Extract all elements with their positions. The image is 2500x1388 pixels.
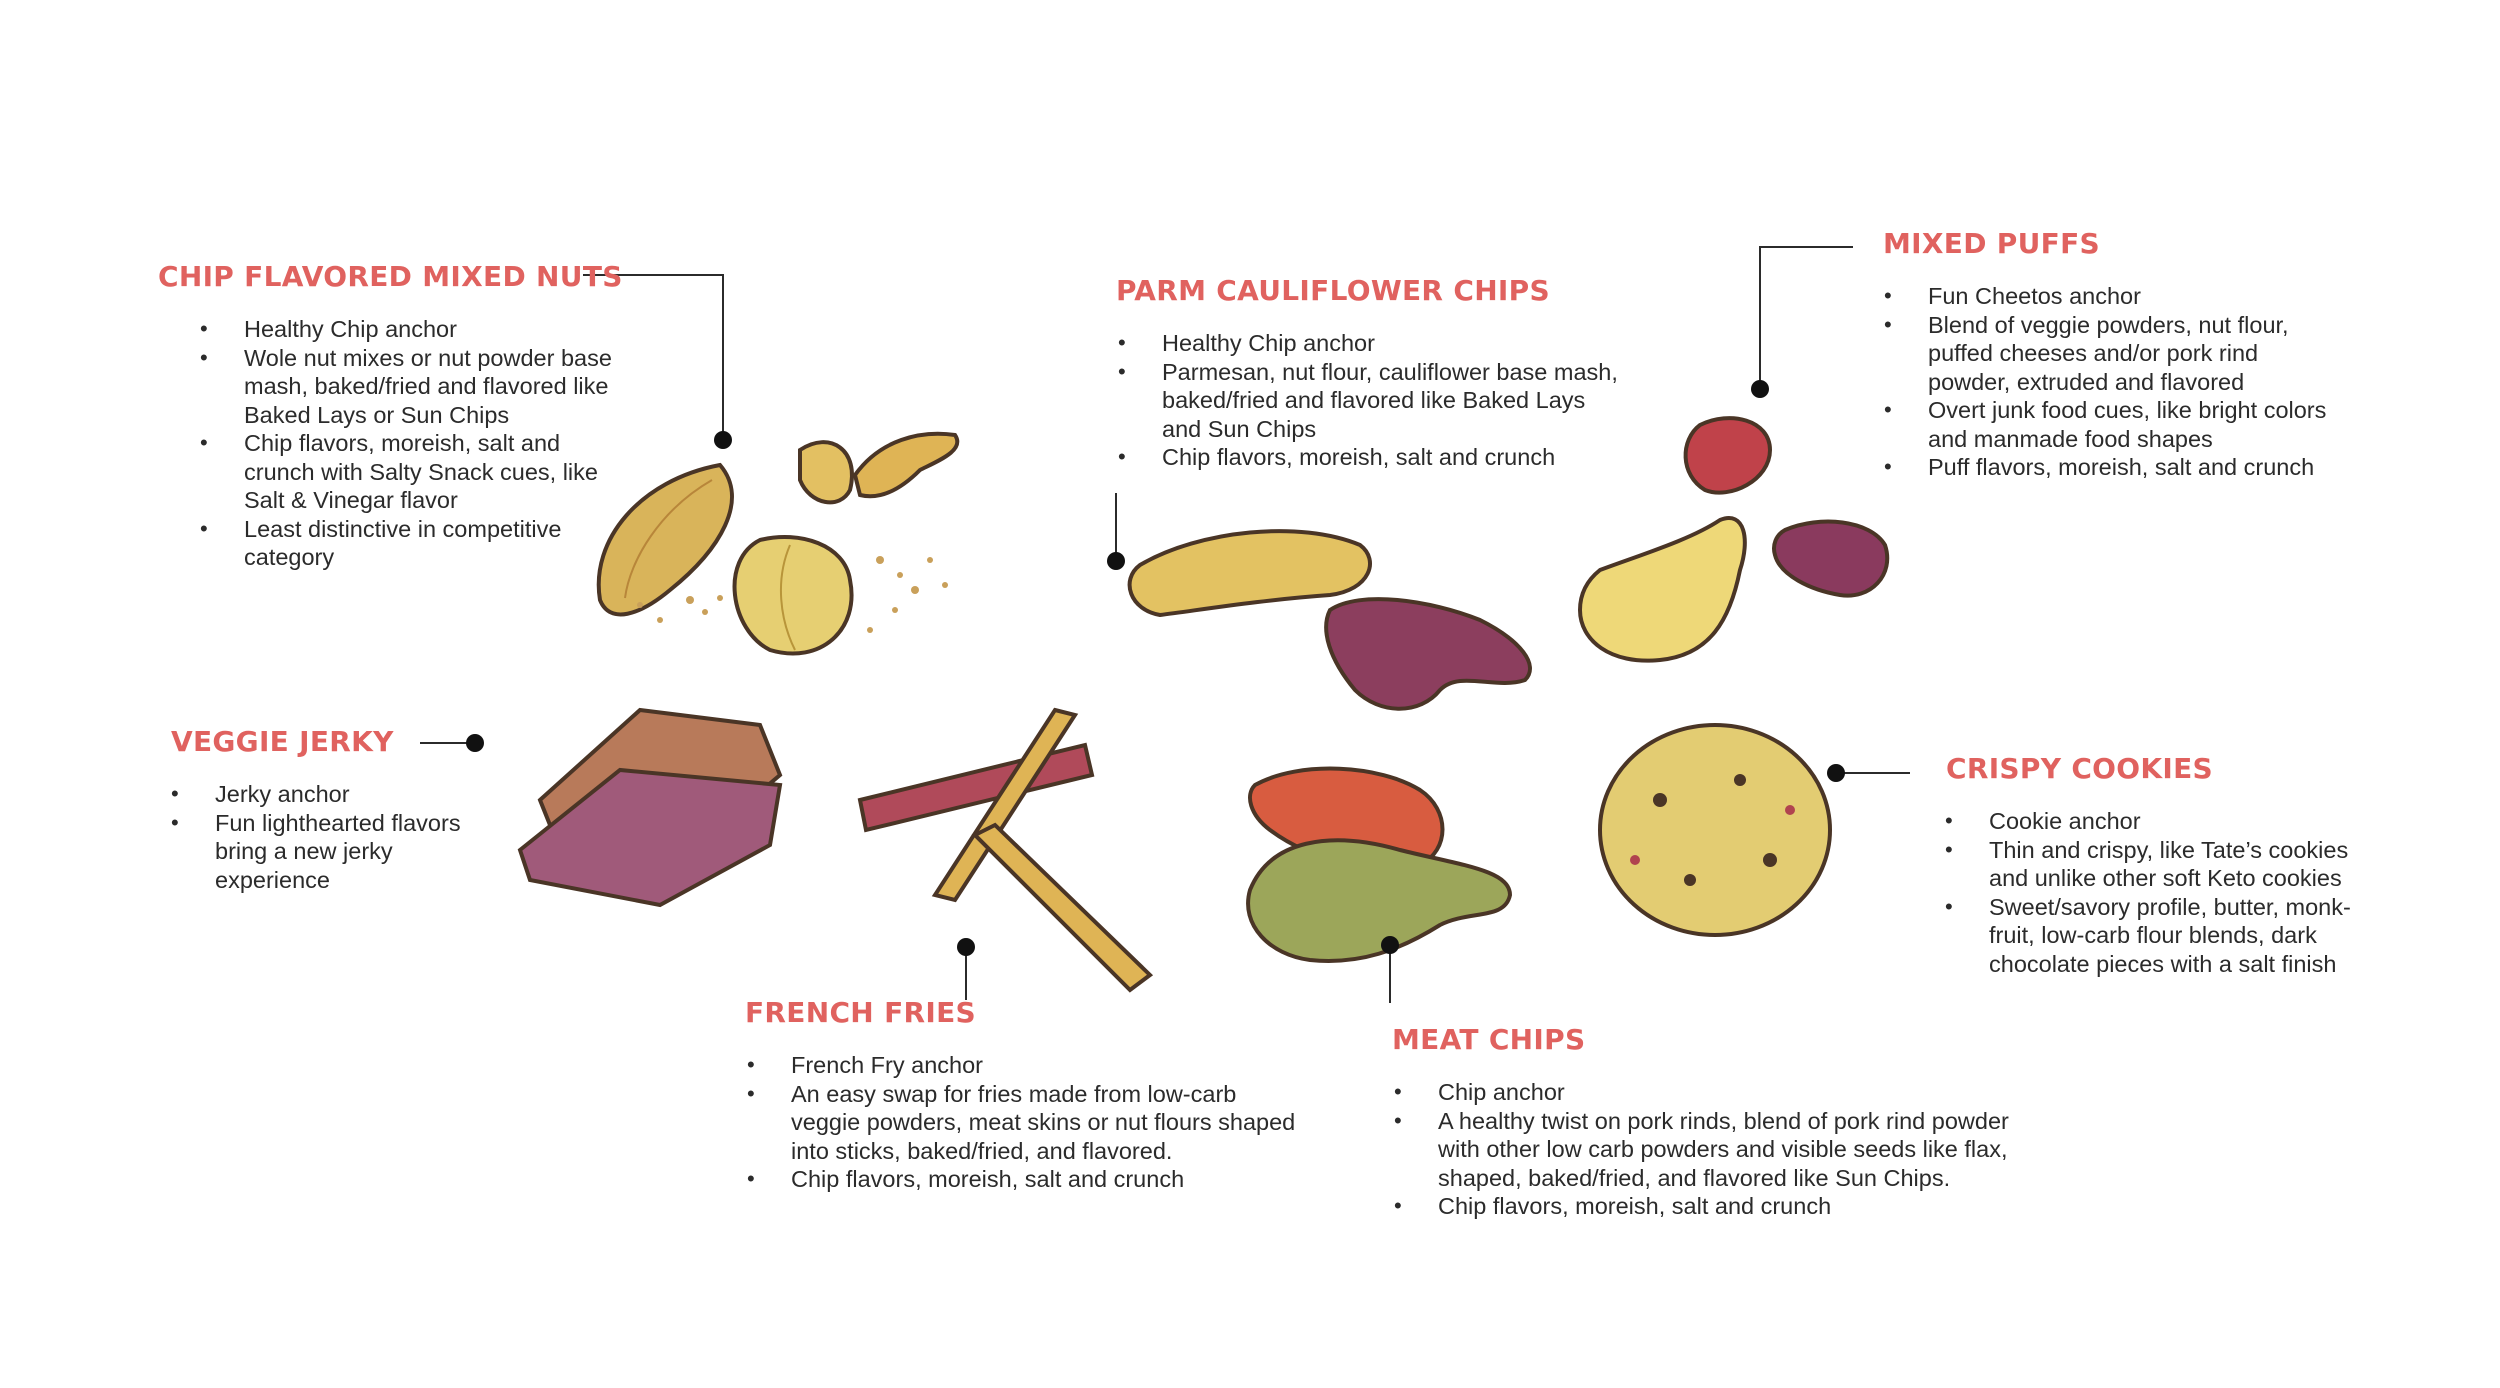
section-chip-flavored-mixed-nuts: CHIP FLAVORED MIXED NUTS Healthy Chip an… (158, 260, 678, 572)
fries-connector-dot (957, 938, 975, 956)
nut-chip-illustration (732, 535, 854, 656)
bullet-list: Chip anchor A healthy twist on pork rind… (1392, 1078, 2028, 1221)
section-mixed-puffs: MIXED PUFFS Fun Cheetos anchor Blend of … (1883, 227, 2343, 482)
cookie-illustration (1598, 723, 1832, 937)
meat-chip-illustration (1246, 766, 1513, 963)
meat-connector-dot (1381, 936, 1399, 954)
bullet-item: Blend of veggie powders, nut flour, puff… (1884, 311, 2328, 397)
bullet-list: French Fry anchor An easy swap for fries… (745, 1051, 1311, 1194)
bullet-list: Healthy Chip anchor Wole nut mixes or nu… (158, 315, 624, 572)
bullet-item: Parmesan, nut flour, cauliflower base ma… (1118, 358, 1622, 444)
bullet-item: Wole nut mixes or nut powder base mash, … (200, 344, 624, 430)
bullet-item: Healthy Chip anchor (1118, 329, 1622, 358)
section-title: FRENCH FRIES (745, 996, 976, 1029)
section-crispy-cookies: CRISPY COOKIES Cookie anchor Thin and cr… (1945, 752, 2369, 979)
bullet-item: French Fry anchor (747, 1051, 1311, 1080)
bullet-item: Chip flavors, moreish, salt and crunch (1118, 443, 1622, 472)
bullet-item: Healthy Chip anchor (200, 315, 624, 344)
bullet-item: Thin and crispy, like Tate’s cookies and… (1945, 836, 2369, 893)
section-title: CHIP FLAVORED MIXED NUTS (158, 260, 623, 293)
puff-illustrations (1577, 416, 1890, 663)
bullet-list: Jerky anchor Fun lighthearted flavors br… (171, 780, 475, 894)
cauliflower-chip-illustration (1127, 529, 1532, 711)
bullet-item: Fun Cheetos anchor (1884, 282, 2328, 311)
bullet-item: Chip anchor (1394, 1078, 2028, 1107)
jerky-connector-dot (466, 734, 484, 752)
bullet-item: Chip flavors, moreish, salt and crunch w… (200, 429, 624, 515)
section-title: MIXED PUFFS (1883, 227, 2100, 260)
nuts-connector-dot (714, 431, 732, 449)
almond-illustration (596, 462, 734, 617)
bullet-item: Overt junk food cues, like bright colors… (1884, 396, 2328, 453)
section-title: PARM CAULIFLOWER CHIPS (1116, 274, 1550, 307)
puffs-connector-dot (1751, 380, 1769, 398)
bullet-item: A healthy twist on pork rinds, blend of … (1394, 1107, 2028, 1193)
bullet-item: Jerky anchor (171, 780, 475, 809)
bullet-item: Fun lighthearted flavors bring a new jer… (171, 809, 475, 895)
bullet-item: An easy swap for fries made from low-car… (747, 1080, 1311, 1166)
bullet-item: Puff flavors, moreish, salt and crunch (1884, 453, 2328, 482)
cauliflower-connector-dot (1107, 552, 1125, 570)
section-veggie-jerky: VEGGIE JERKY Jerky anchor Fun lightheart… (171, 725, 491, 894)
cookies-connector-dot (1827, 764, 1845, 782)
bullet-list: Healthy Chip anchor Parmesan, nut flour,… (1116, 329, 1622, 472)
bullet-list: Cookie anchor Thin and crispy, like Tate… (1945, 807, 2369, 979)
section-parm-cauliflower-chips: PARM CAULIFLOWER CHIPS Healthy Chip anch… (1116, 274, 1676, 472)
jerky-illustration (517, 707, 783, 908)
section-title: VEGGIE JERKY (171, 725, 394, 758)
bullet-list: Fun Cheetos anchor Blend of veggie powde… (1883, 282, 2328, 482)
section-meat-chips: MEAT CHIPS Chip anchor A healthy twist o… (1392, 1023, 2032, 1221)
bullet-item: Cookie anchor (1945, 807, 2369, 836)
bullet-item: Sweet/savory profile, butter, monk-fruit… (1945, 893, 2369, 979)
nuts-connector (583, 274, 724, 440)
section-french-fries: FRENCH FRIES French Fry anchor An easy s… (745, 996, 1325, 1194)
puffs-connector (1759, 246, 1853, 388)
bullet-item: Chip flavors, moreish, salt and crunch (747, 1165, 1311, 1194)
section-title: MEAT CHIPS (1392, 1023, 1586, 1056)
chip-curl-illustration (798, 431, 960, 505)
bullet-item: Chip flavors, moreish, salt and crunch (1394, 1192, 2028, 1221)
bullet-item: Least distinctive in competitive categor… (200, 515, 624, 572)
section-title: CRISPY COOKIES (1946, 752, 2214, 785)
nut-crumbs (637, 556, 948, 633)
fries-illustration (857, 707, 1154, 993)
